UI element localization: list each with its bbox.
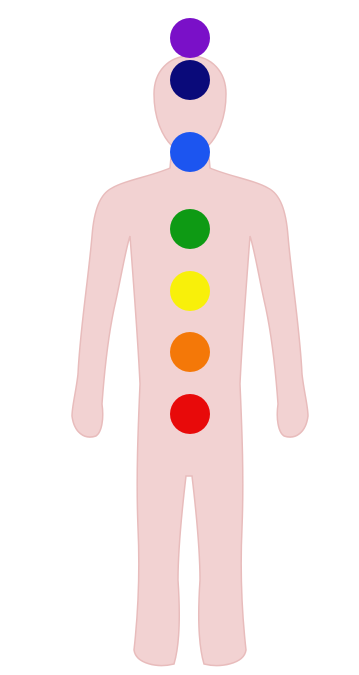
chakra-heart xyxy=(170,209,210,249)
chakra-sacral xyxy=(170,332,210,372)
chakra-throat xyxy=(170,132,210,172)
chakra-third-eye xyxy=(170,60,210,100)
chakra-root xyxy=(170,394,210,434)
chakra-solar-plexus xyxy=(170,271,210,311)
chakra-crown xyxy=(170,18,210,58)
